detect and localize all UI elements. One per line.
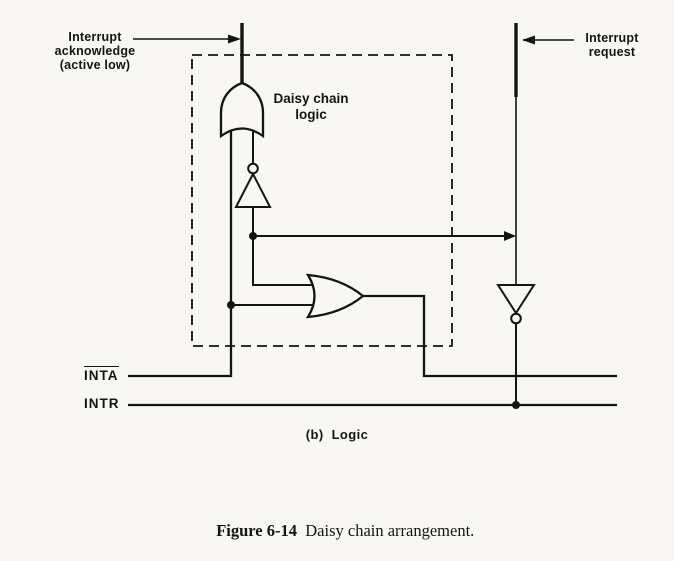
right-arrowhead-icon: [228, 34, 241, 44]
interrupt-acknowledge-line1: Interrupt: [68, 30, 122, 44]
left-arrowhead-icon: [522, 35, 535, 45]
inverter-bubble-icon: [510, 312, 522, 325]
figure-caption-text: Daisy chain arrangement.: [297, 521, 475, 540]
daisy-chain-circuit-drawing: [128, 23, 617, 409]
figure-caption: Figure 6-14 Daisy chain arrangement.: [0, 501, 674, 561]
inverter-input-wire: [252, 207, 320, 286]
interrupt-request-line1: Interrupt: [585, 31, 639, 45]
inta-out-wire: [363, 294, 617, 378]
junction-arrowhead: [504, 231, 516, 241]
daisy-chain-logic-line1: Daisy chain: [273, 91, 349, 106]
junction-dot: [512, 401, 520, 409]
or-gate-right-icon: [305, 273, 365, 319]
intr-signal-label: INTR: [84, 396, 120, 411]
daisy-chain-logic-line2: logic: [295, 106, 327, 122]
subfigure-label: (b) Logic: [305, 427, 369, 442]
inta-signal-label: INTA: [84, 366, 119, 383]
inverter-bubble-icon: [247, 162, 259, 175]
figure-number: Figure 6-14: [216, 521, 297, 540]
inta-overbar-text: INTA: [84, 366, 119, 383]
interrupt-acknowledge-line2: acknowledge: [54, 44, 136, 58]
inverter-down-icon: [496, 284, 536, 315]
figure-6-14-daisy-chain-diagram: Interrupt acknowledge (active low) Inter…: [38, 23, 668, 540]
inverter-up-icon: [234, 171, 272, 208]
interrupt-acknowledge-label: Interrupt acknowledge (active low): [38, 30, 152, 72]
daisy-chain-logic-label: Daisy chain logic: [258, 91, 364, 122]
interrupt-request-line2: request: [588, 45, 636, 59]
or-gate-up-icon: [219, 81, 265, 139]
inta-in-wire: [128, 124, 233, 378]
interrupt-acknowledge-line3: (active low): [59, 58, 131, 72]
daisy-chain-logic-dashed-box: [191, 54, 453, 347]
junction-dot: [249, 232, 257, 240]
interrupt-request-label: Interrupt request: [556, 31, 668, 59]
junction-dot: [227, 301, 235, 309]
